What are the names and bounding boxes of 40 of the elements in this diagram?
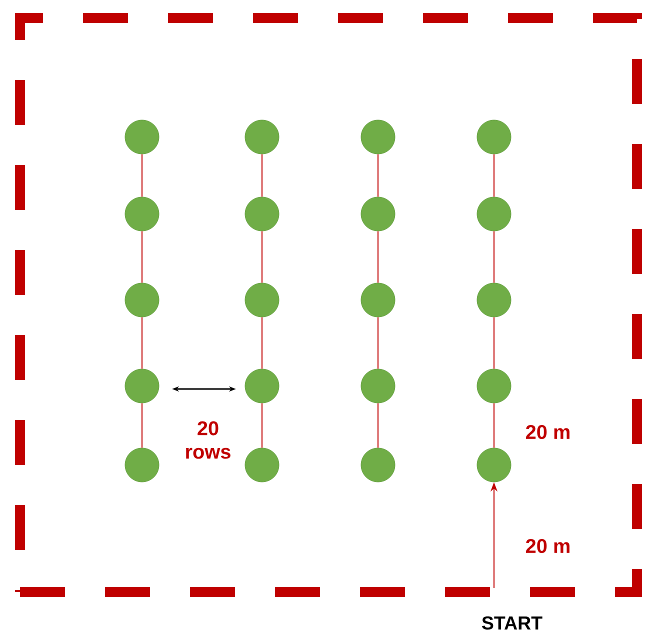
tree-circle [124,448,160,482]
start-label: START [482,616,542,630]
connector-line [141,154,143,197]
connector-line [377,231,379,283]
connector-line [261,154,263,197]
connector-line [377,317,379,369]
connector-line [493,403,495,448]
edge-label: 20 m [526,538,570,554]
connector-line [261,317,263,369]
tree-circle [476,368,512,404]
tree-circle [124,282,160,318]
tree-circle [124,196,160,232]
connector-line [377,403,379,448]
connector-line [261,231,263,283]
tree-circle [244,282,280,318]
tree-circle [476,448,512,482]
edge-label: 20 m [526,424,570,440]
tree-circle [360,196,396,232]
connector-line [141,317,143,369]
tree-circle [476,282,512,318]
tree-circle [360,368,396,404]
tree-circle [476,120,512,154]
tree-circle [360,282,396,318]
tree-circle [124,120,160,154]
tree-circle [244,196,280,232]
connector-line [377,154,379,197]
tree-circle [244,120,280,154]
tree-circle [476,196,512,232]
tree-circle [360,120,396,154]
tree-circle [244,448,280,482]
tree-circle [244,368,280,404]
dimension-label: 20 rows [186,421,230,459]
connector-line [141,231,143,283]
connector-line [493,317,495,369]
tree-circle [360,448,396,482]
tree-circle [124,368,160,404]
connector-line [261,403,263,448]
connector-line [493,154,495,197]
connector-line [493,231,495,283]
connector-line [141,403,143,448]
